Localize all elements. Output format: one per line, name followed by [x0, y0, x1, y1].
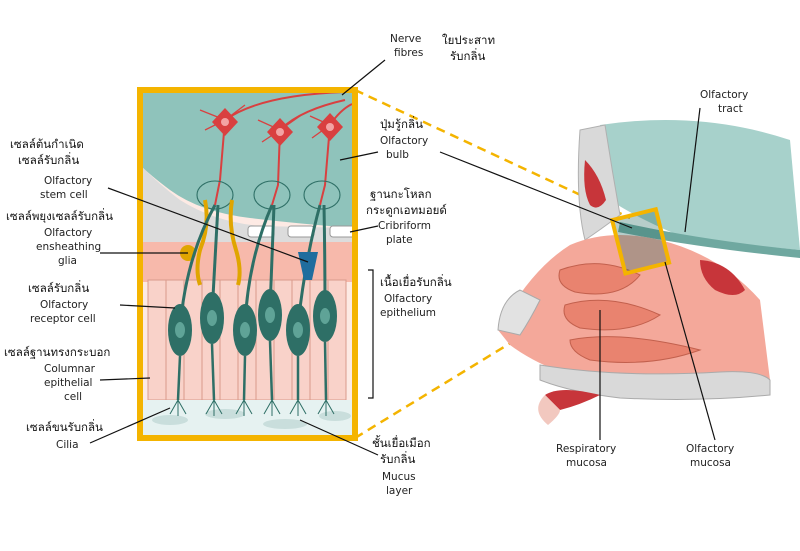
label-olfactory-tract: Olfactory tract [700, 89, 748, 115]
svg-text:ปุ่มรู้กลิ่น: ปุ่มรู้กลิ่น [380, 116, 423, 131]
label-cilia: เซลล์ขนรับกลิ่น Cilia [26, 419, 103, 451]
zoom-connectors [354, 88, 631, 440]
svg-text:ensheathing: ensheathing [36, 241, 101, 253]
svg-text:กระดูกเอทมอยด์: กระดูกเอทมอยด์ [366, 203, 447, 217]
ensheathing-glia [195, 199, 242, 286]
svg-text:ชั้นเยื่อเมือก: ชั้นเยื่อเมือก [372, 435, 431, 450]
svg-text:Olfactory: Olfactory [380, 135, 428, 147]
detail-panel [137, 87, 358, 441]
label-nerve-fibres: Nerve fibres ใยประสาท รับกลิ่น [390, 33, 495, 63]
svg-text:เซลล์พยุงเซลล์รับกลิ่น: เซลล์พยุงเซลล์รับกลิ่น [6, 208, 113, 223]
svg-text:Cilia: Cilia [56, 439, 79, 451]
svg-text:receptor cell: receptor cell [30, 313, 96, 325]
svg-text:เซลล์ต้นกำเนิด: เซลล์ต้นกำเนิด [10, 137, 84, 151]
svg-text:cell: cell [64, 391, 82, 403]
svg-text:layer: layer [386, 485, 413, 497]
label-olfactory-epithelium: เนื้อเยื่อรับกลิ่น Olfactory epithelium [380, 274, 452, 319]
svg-text:glia: glia [58, 255, 77, 267]
svg-text:fibres: fibres [394, 47, 423, 59]
label-columnar-cell: เซลล์ฐานทรงกระบอก Columnar epithelial ce… [4, 345, 110, 403]
label-ensheathing-glia: เซลล์พยุงเซลล์รับกลิ่น Olfactory ensheat… [6, 208, 113, 267]
stem-cell-shape [298, 252, 318, 280]
svg-text:Nerve: Nerve [390, 33, 421, 45]
svg-text:รับกลิ่น: รับกลิ่น [450, 48, 485, 63]
svg-text:Olfactory: Olfactory [686, 443, 734, 455]
glomeruli [196, 180, 341, 210]
svg-text:เซลล์รับกลิ่น: เซลล์รับกลิ่น [18, 152, 79, 167]
lamina-propria [140, 242, 355, 282]
svg-text:Olfactory: Olfactory [700, 89, 748, 101]
svg-text:mucosa: mucosa [690, 457, 731, 469]
svg-text:plate: plate [386, 234, 413, 246]
svg-text:Respiratory: Respiratory [556, 443, 616, 455]
svg-text:เซลล์รับกลิ่น: เซลล์รับกลิ่น [28, 280, 89, 295]
svg-text:Olfactory: Olfactory [384, 293, 432, 305]
cribriform-bone [140, 165, 355, 242]
svg-text:stem cell: stem cell [40, 189, 88, 201]
svg-text:tract: tract [718, 103, 743, 115]
label-receptor-cell: เซลล์รับกลิ่น Olfactory receptor cell [28, 280, 96, 325]
svg-text:epithelium: epithelium [380, 307, 436, 319]
label-stem-cell: เซลล์ต้นกำเนิด เซลล์รับกลิ่น Olfactory s… [10, 137, 92, 201]
svg-text:Olfactory: Olfactory [40, 299, 88, 311]
svg-text:bulb: bulb [386, 149, 409, 161]
label-respiratory-mucosa: Respiratory mucosa [556, 443, 616, 469]
epithelium-bracket [368, 269, 374, 399]
svg-text:Olfactory: Olfactory [44, 175, 92, 187]
svg-text:Mucus: Mucus [382, 471, 416, 483]
head-section [497, 120, 800, 425]
svg-text:Cribriform: Cribriform [378, 220, 431, 232]
svg-text:ฐานกะโหลก: ฐานกะโหลก [370, 187, 432, 201]
svg-text:mucosa: mucosa [566, 457, 607, 469]
label-mucus-layer: ชั้นเยื่อเมือก รับกลิ่น Mucus layer [372, 435, 431, 497]
svg-text:epithelial: epithelial [44, 377, 92, 389]
svg-text:เนื้อเยื่อรับกลิ่น: เนื้อเยื่อรับกลิ่น [380, 274, 452, 289]
bulb-region [140, 90, 355, 228]
label-olfactory-mucosa: Olfactory mucosa [686, 443, 734, 469]
brain-region [600, 120, 800, 250]
svg-text:Olfactory: Olfactory [44, 227, 92, 239]
detail-frame [137, 87, 358, 441]
svg-text:ใยประสาท: ใยประสาท [442, 33, 495, 47]
cilia-strands [169, 399, 335, 416]
label-olfactory-bulb: ปุ่มรู้กลิ่น Olfactory bulb [380, 116, 428, 161]
svg-text:รับกลิ่น: รับกลิ่น [380, 451, 415, 466]
svg-text:Columnar: Columnar [44, 363, 96, 375]
svg-text:เซลล์ฐานทรงกระบอก: เซลล์ฐานทรงกระบอก [4, 345, 110, 359]
label-cribriform-plate: ฐานกะโหลก กระดูกเอทมอยด์ Cribriform plat… [366, 187, 447, 246]
svg-text:เซลล์ขนรับกลิ่น: เซลล์ขนรับกลิ่น [26, 419, 103, 434]
leader-lines [89, 59, 716, 456]
